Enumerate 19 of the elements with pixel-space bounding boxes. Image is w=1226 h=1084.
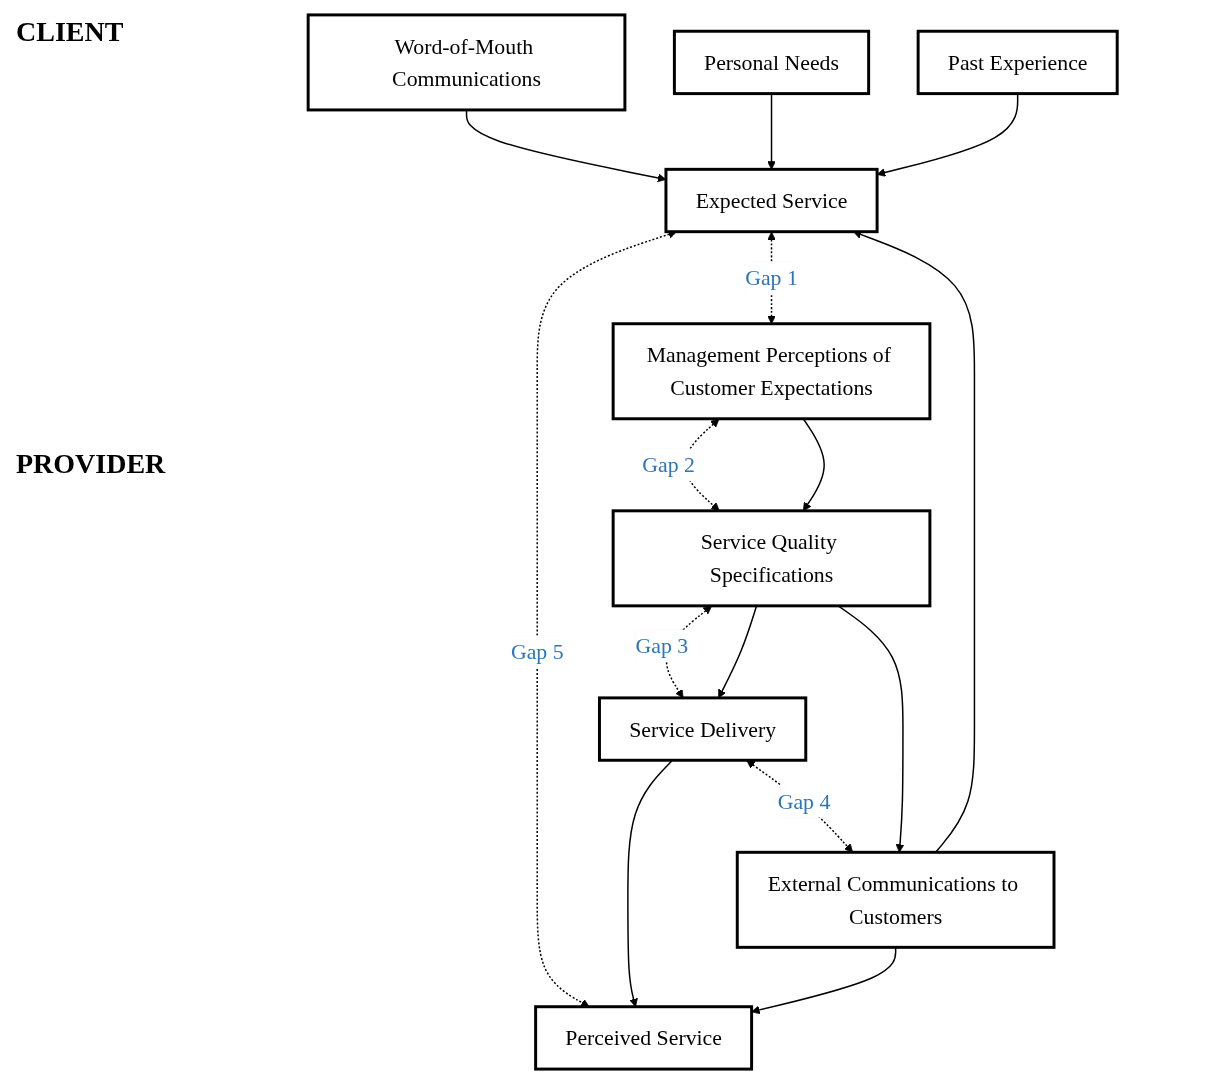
arrow	[837, 605, 905, 853]
node-box: Personal Needs	[673, 29, 871, 96]
node-box: Expected Service	[664, 167, 879, 234]
node-box: Word-of-Mouth Communications	[307, 13, 627, 112]
edge-label: Gap 4	[777, 788, 831, 814]
arrow	[746, 760, 854, 853]
edge-label: Gap 5	[511, 639, 564, 665]
node-box: Management Perceptions of Customer Expectations	[611, 322, 932, 421]
section-label: PROVIDER	[16, 448, 167, 480]
node-box: Past Experience	[916, 29, 1119, 96]
node-box: External Communications to Customers	[736, 850, 1056, 949]
edge-label: Gap 1	[745, 265, 799, 291]
edge-label: Gap 2	[642, 452, 696, 478]
arrow	[466, 109, 667, 183]
node-box: Perceived Service	[534, 1005, 754, 1071]
node-box: Service Quality Specifications	[611, 509, 932, 608]
edge-label: Gap 3	[635, 633, 689, 659]
section-label: CLIENT	[16, 16, 125, 48]
node-box: Service Delivery	[598, 696, 808, 762]
